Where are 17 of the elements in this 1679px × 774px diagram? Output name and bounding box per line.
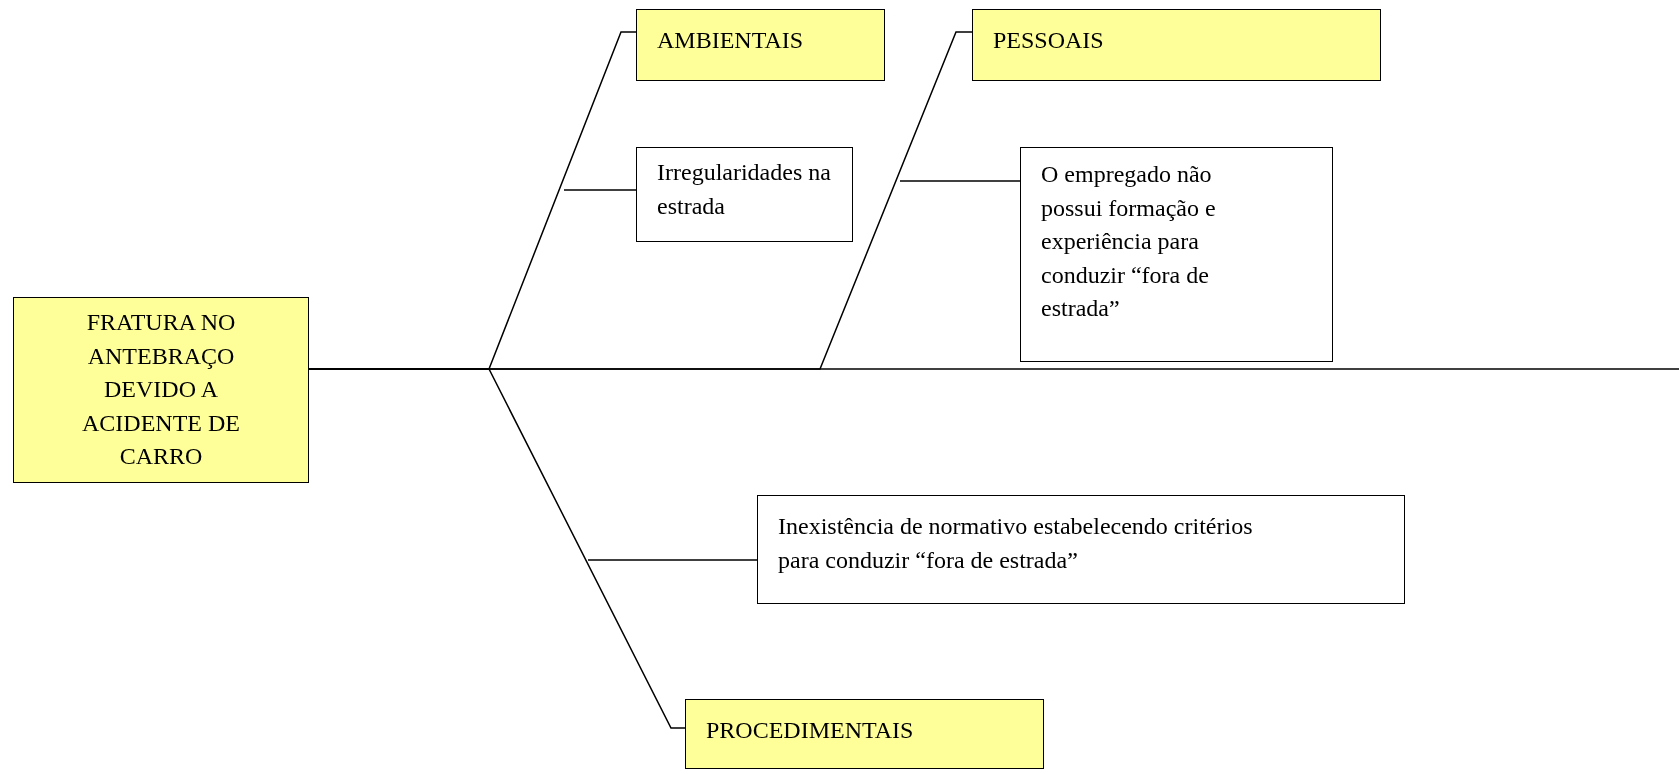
node-text: Irregularidades na estrada [657, 158, 832, 221]
cause-box [636, 147, 853, 242]
node-text: PESSOAIS [993, 26, 1105, 55]
node-text: FRATURA NO ANTEBRAÇO DEVIDO A ACIDENTE DE CARRO [81, 308, 241, 472]
category-box [972, 9, 1381, 81]
node-text: Inexistência de normativo estabelecendo critérios para conduzir “fora de estrada” [778, 512, 1254, 575]
node-text: AMBIENTAIS [657, 26, 805, 55]
node-text: O empregado não possui formação e experiência para conduzir “fora de estrada” [1041, 160, 1217, 324]
cause-box [1020, 147, 1333, 362]
branch-line [587, 559, 758, 561]
category-box [636, 9, 885, 81]
node-text: PROCEDIMENTAIS [706, 716, 915, 745]
category-box [685, 699, 1044, 769]
branch-line [899, 180, 1021, 182]
branch-line [563, 189, 637, 191]
cause-box [757, 495, 1405, 604]
effect-box [13, 297, 309, 483]
